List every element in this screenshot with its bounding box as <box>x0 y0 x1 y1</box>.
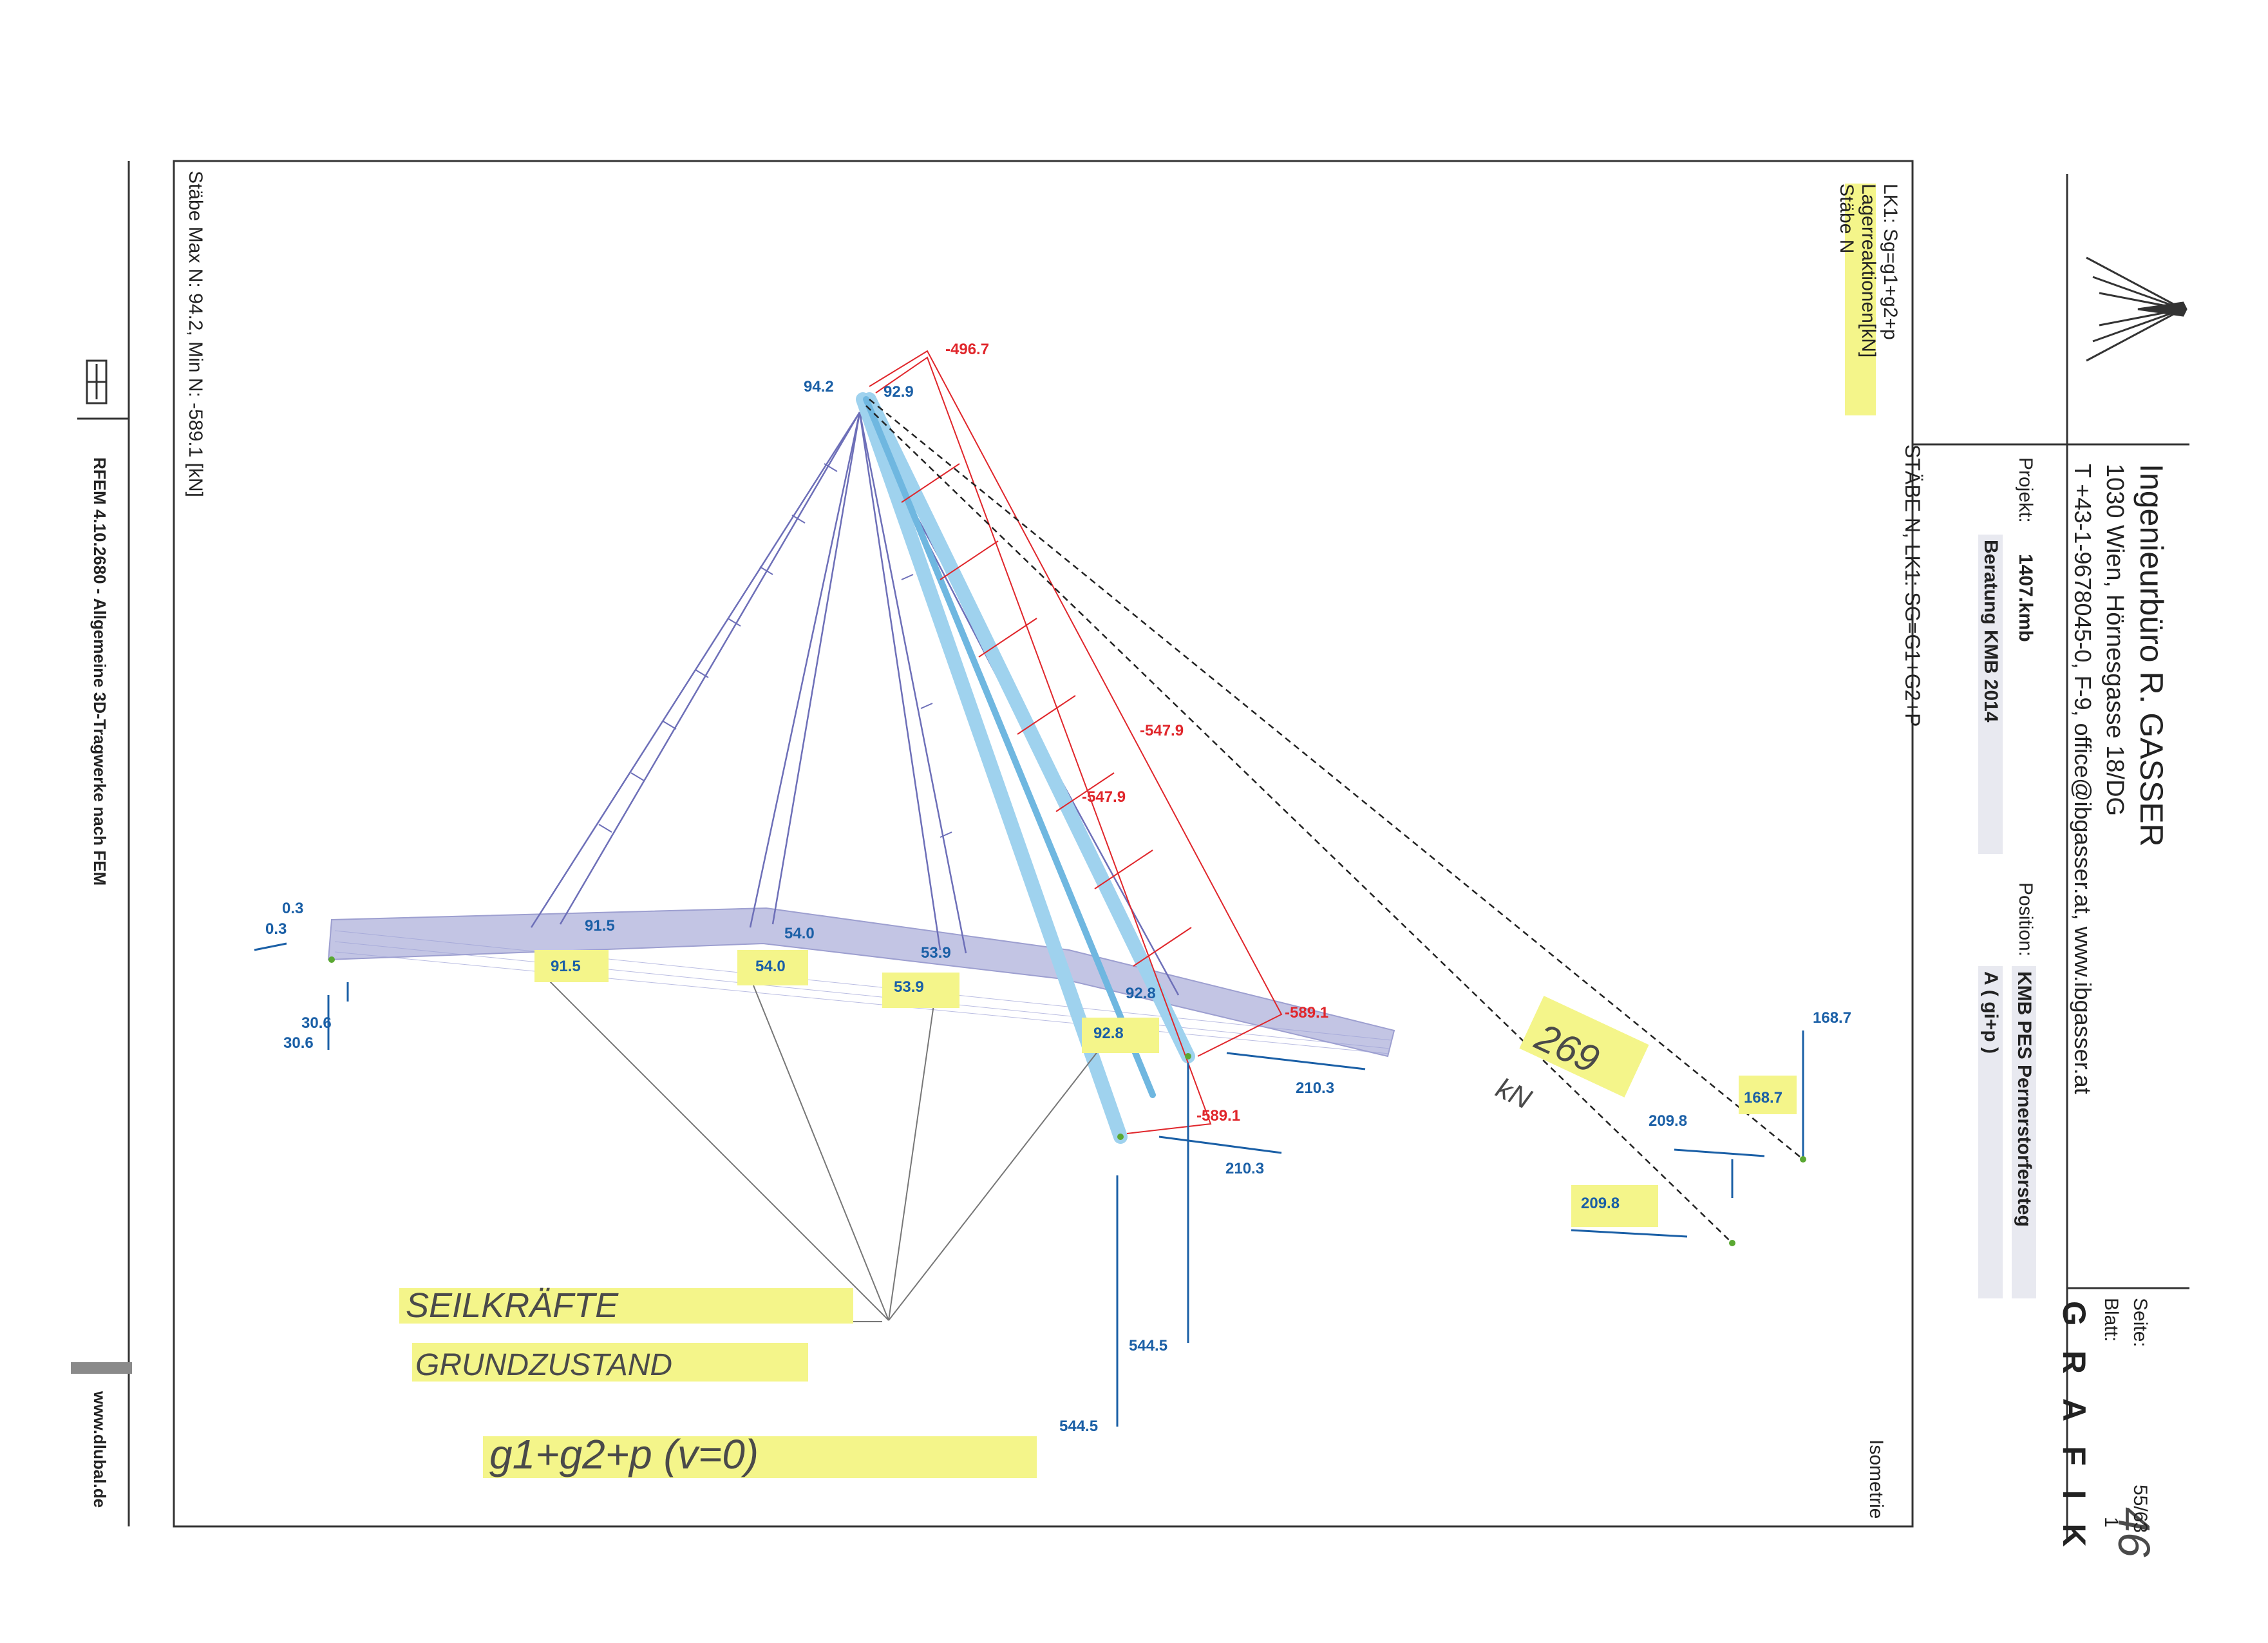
project-label: Projekt: <box>2015 457 2036 523</box>
project-file: 1407.kmb <box>2015 554 2036 642</box>
label-anchor-h1: 209.8 <box>1649 1112 1687 1130</box>
project-subtitle: Beratung KMB 2014 <box>1978 535 2003 854</box>
load-case-line2: Lagerreaktionen[kN] <box>1858 184 1879 358</box>
plot-frame <box>173 160 1914 1528</box>
footer-website: www.dlubal.de <box>90 1391 109 1508</box>
label-cable1-lower: 91.5 <box>551 958 581 975</box>
handwriting-line2: GRUNDZUSTAND <box>415 1348 672 1382</box>
blatt-label: Blatt: <box>2101 1298 2122 1342</box>
position-value: KMB PES Pernerstorfersteg <box>2012 966 2036 1298</box>
footer-software: RFEM 4.10.2680 - Allgemeine 3D-Tragwerke… <box>90 457 109 886</box>
bridge-deck <box>327 907 1395 1058</box>
label-neg-mid1: -547.9 <box>1140 722 1184 739</box>
label-anchor-h2: 209.8 <box>1581 1195 1620 1212</box>
company-logo-icon <box>2086 256 2188 362</box>
label-support-v1: 30.6 <box>301 1014 332 1032</box>
handwriting-note-unit: kN <box>1491 1072 1536 1116</box>
label-top-b: 92.9 <box>884 383 914 401</box>
position-sub: A ( gi+p ) <box>1978 966 2003 1298</box>
company-address: 1030 Wien, Hörnesgasse 18/DG <box>2101 464 2128 817</box>
seite-value: 55/63 <box>2130 1485 2151 1534</box>
label-anchor-v2: 168.7 <box>1744 1089 1782 1106</box>
section-title: GRAFIK <box>2056 1301 2092 1572</box>
label-cable3-lower: 53.9 <box>894 978 924 996</box>
label-neg-bot2: -589.1 <box>1196 1107 1240 1125</box>
cable-stays <box>530 412 1180 996</box>
handwriting-page-no: 46 <box>2109 1507 2159 1557</box>
label-neg-mid2: -547.9 <box>1082 788 1126 806</box>
label-pylon-v1: 544.5 <box>1129 1337 1167 1354</box>
company-contact: T +43-1-9678045-0, F-9, office@ibgasser.… <box>2070 464 2096 1094</box>
pylon <box>856 392 1195 1144</box>
label-pylon-v2: 544.5 <box>1059 1418 1098 1435</box>
reaction-arrows <box>254 942 1804 1427</box>
seite-label: Seite: <box>2130 1298 2151 1347</box>
label-pylon-h2: 210.3 <box>1225 1160 1264 1177</box>
load-case-line1: LK1: Sg=g1+g2+p <box>1880 184 1901 340</box>
label-cable2-lower: 54.0 <box>755 958 786 975</box>
label-cable2-upper: 54.0 <box>784 925 815 942</box>
pylon-force-diagram <box>869 350 1283 1134</box>
label-anchor-v1: 168.7 <box>1813 1009 1851 1027</box>
label-pylon-h1: 210.3 <box>1296 1079 1334 1097</box>
label-cable1-upper: 91.5 <box>585 917 615 935</box>
label-cable3-upper: 53.9 <box>921 944 951 962</box>
company-name: Ingenieurbüro R. GASSER <box>2133 464 2169 847</box>
load-case-line3: Stäbe N <box>1836 184 1857 254</box>
position-label: Position: <box>2015 882 2036 957</box>
view-title: STÄBE N, LK1: SG=G1+G2+P <box>1901 444 1924 727</box>
handwriting-line1: SEILKRÄFTE <box>406 1286 619 1325</box>
handwritten-pointers <box>399 972 1115 1322</box>
label-support-h2: 0.3 <box>265 920 287 938</box>
supports <box>328 956 1806 1246</box>
label-support-h1: 0.3 <box>282 900 303 917</box>
label-cable4-lower: 92.8 <box>1093 1025 1124 1042</box>
highlights <box>399 184 1876 1478</box>
summary-text: Stäbe Max N: 94.2, Min N: -589.1 [kN] <box>185 171 206 497</box>
blatt-value: 1 <box>2101 1517 2122 1528</box>
label-top-a: 94.2 <box>804 378 834 395</box>
label-neg-bot1: -589.1 <box>1285 1004 1328 1021</box>
backstays <box>865 399 1804 1244</box>
label-cable4-upper: 92.8 <box>1126 985 1156 1002</box>
dlubal-logo-icon <box>86 359 108 404</box>
handwriting-line3: g1+g2+p (v=0) <box>489 1431 759 1477</box>
label-neg-top: -496.7 <box>945 341 989 358</box>
label-support-v2: 30.6 <box>283 1034 314 1052</box>
footer-mark <box>71 1362 132 1374</box>
view-mode: Isometrie <box>1866 1439 1887 1519</box>
